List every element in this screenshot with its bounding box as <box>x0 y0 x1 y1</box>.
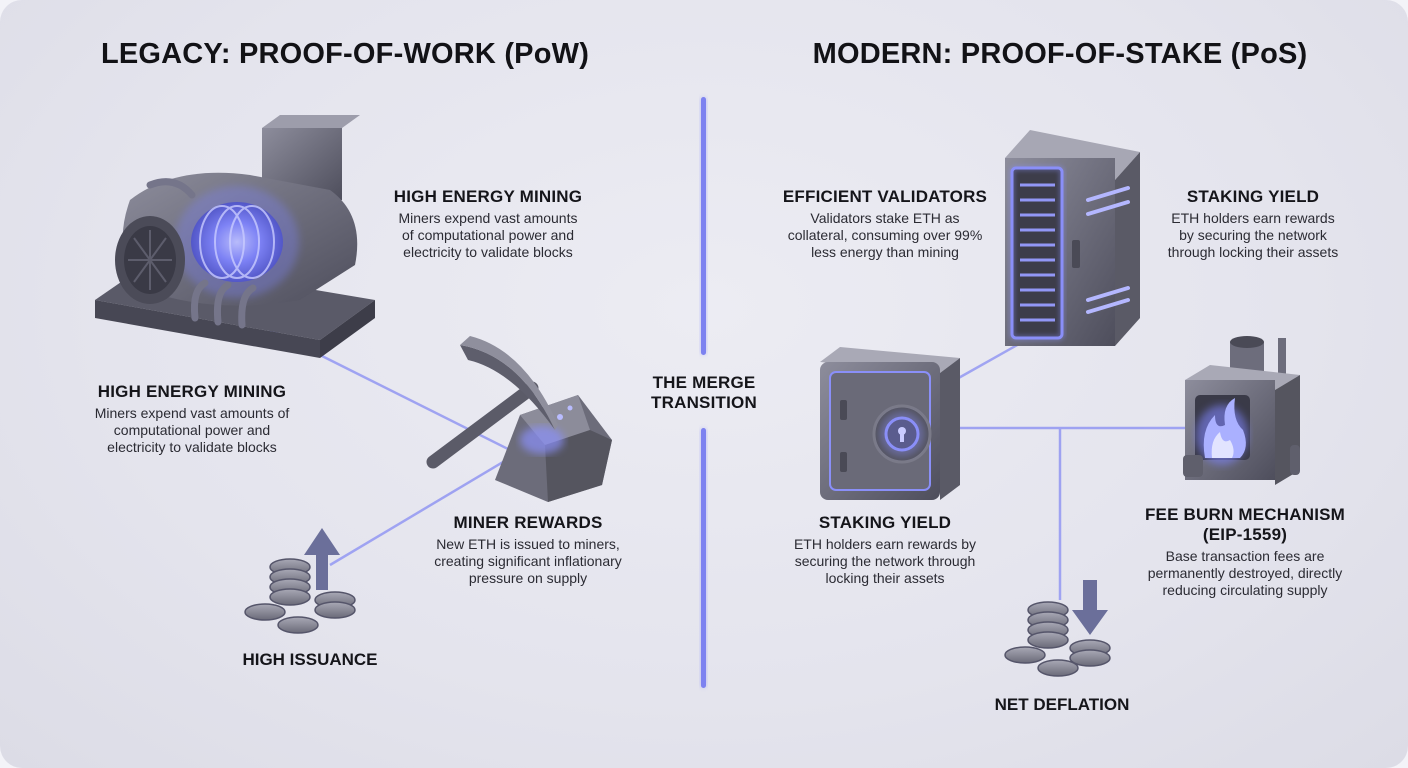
staking-yield-top-line-3: through locking their assets <box>1167 244 1339 260</box>
mining-generator-icon <box>95 115 375 358</box>
staking-vault-icon <box>820 347 960 500</box>
staking-yield-top-heading: STAKING YIELD <box>1186 187 1320 206</box>
pickaxe-rock-icon <box>426 336 612 502</box>
pow-title: LEGACY: PROOF-OF-WORK (PoW) <box>100 38 590 70</box>
mining-top-line-1: Miners expend vast amounts <box>398 210 578 226</box>
miner-rewards-line-3: pressure on supply <box>468 570 588 586</box>
mining-side-block: HIGH ENERGY MINING Miners expend vast am… <box>72 382 312 456</box>
fee-burn-line-2: permanently destroyed, directly <box>1147 565 1343 581</box>
mining-side-line-3: electricity to validate blocks <box>107 439 277 455</box>
staking-yield-bottom-block: STAKING YIELD ETH holders earn rewards b… <box>770 513 1000 587</box>
net-deflation-label: NET DEFLATION <box>994 695 1130 714</box>
fee-burn-heading-1: FEE BURN MECHANISM <box>1144 505 1346 524</box>
merge-transition-label: THE MERGE TRANSITION <box>634 373 774 413</box>
staking-yield-bottom-heading: STAKING YIELD <box>818 513 952 532</box>
staking-yield-top-line-1: ETH holders earn rewards <box>1171 210 1335 226</box>
validators-line-2: collateral, consuming over 99% <box>787 227 983 243</box>
staking-yield-top-line-2: by securing the network <box>1179 227 1327 243</box>
pos-title: MODERN: PROOF-OF-STAKE (PoS) <box>812 38 1308 70</box>
validators-heading: EFFICIENT VALIDATORS <box>782 187 988 206</box>
merge-line-2: TRANSITION <box>651 393 757 412</box>
mining-top-heading: HIGH ENERGY MINING <box>393 187 583 206</box>
validators-line-1: Validators stake ETH as <box>810 210 960 226</box>
miner-rewards-heading: MINER REWARDS <box>453 513 603 532</box>
fee-burn-furnace-icon <box>1183 336 1300 485</box>
mining-top-line-2: of computational power and <box>402 227 574 243</box>
fee-burn-line-3: reducing circulating supply <box>1162 582 1328 598</box>
coin-stack-down-icon <box>1004 580 1111 677</box>
miner-rewards-line-2: creating significant inflationary <box>434 553 622 569</box>
connector-lines <box>269 328 1190 600</box>
fee-burn-heading-2: (EIP-1559) <box>1202 525 1288 544</box>
fee-burn-block: FEE BURN MECHANISM (EIP-1559) Base trans… <box>1125 505 1365 599</box>
miner-rewards-block: MINER REWARDS New ETH is issued to miner… <box>410 513 646 587</box>
merge-divider <box>700 97 707 688</box>
coin-stack-up-icon <box>244 528 356 634</box>
miner-rewards-line-1: New ETH is issued to miners, <box>436 536 620 552</box>
merge-line-1: THE MERGE <box>652 373 756 392</box>
mining-side-line-1: Miners expend vast amounts of <box>94 405 290 421</box>
mining-side-line-2: computational power and <box>113 422 271 438</box>
mining-top-line-3: electricity to validate blocks <box>403 244 573 260</box>
fee-burn-line-1: Base transaction fees are <box>1165 548 1325 564</box>
mining-side-heading: HIGH ENERGY MINING <box>97 382 287 401</box>
validators-line-3: less energy than mining <box>811 244 959 260</box>
high-issuance-label: HIGH ISSUANCE <box>242 650 378 669</box>
validators-block: EFFICIENT VALIDATORS Validators stake ET… <box>770 187 1000 261</box>
mining-top-block: HIGH ENERGY MINING Miners expend vast am… <box>372 187 604 261</box>
staking-yield-bottom-line-3: locking their assets <box>825 570 945 586</box>
staking-yield-bottom-line-1: ETH holders earn rewards by <box>793 536 977 552</box>
staking-yield-top-block: STAKING YIELD ETH holders earn rewards b… <box>1148 187 1358 261</box>
staking-yield-bottom-line-2: securing the network through <box>794 553 976 569</box>
validator-server-icon <box>1005 130 1140 346</box>
